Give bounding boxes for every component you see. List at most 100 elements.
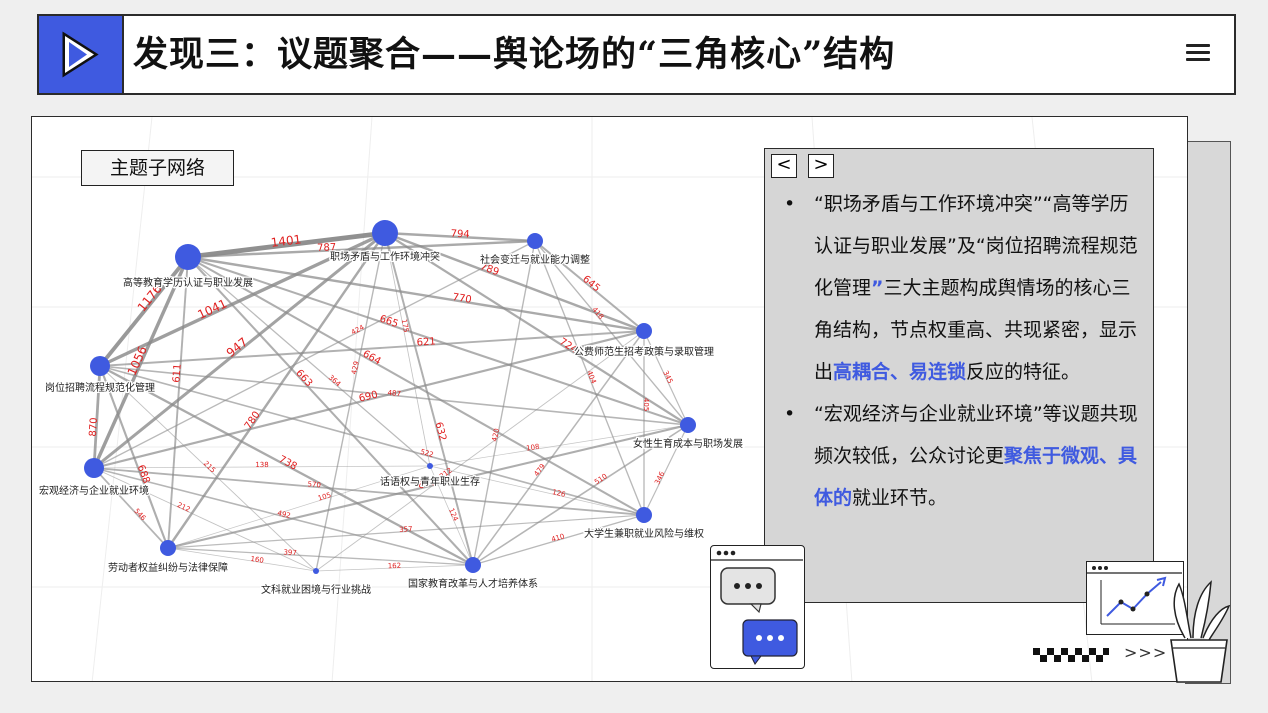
node-label-voice: 话语权与青年职业生存	[380, 475, 480, 488]
chevrons-icon: >>>	[1124, 643, 1168, 662]
node-label-civil: 公费师范生招考政策与录取管理	[574, 345, 714, 358]
network-edge	[534, 240, 645, 516]
edge-weight-label: 487	[387, 389, 401, 398]
edge-weight-label: 418	[590, 306, 605, 321]
network-label: 主题子网络	[81, 150, 234, 186]
network-node-recruit	[90, 356, 110, 376]
network-edge	[315, 330, 645, 572]
finding-2-highlight: 聚焦于微观、具体的	[814, 445, 1138, 509]
edge-weight-label: 105	[317, 491, 332, 503]
edge-weight-label: 1401	[270, 232, 302, 250]
finding-1-highlight: 高耦合、易连锁	[833, 361, 967, 383]
node-label-labor: 劳动者权益纠纷与法律保障	[108, 561, 228, 574]
edge-weight-label: 424	[350, 323, 366, 336]
next-button[interactable]: >	[808, 154, 834, 178]
network-node-labor	[160, 540, 176, 556]
network-edge	[187, 256, 431, 467]
edge-weight-label: 688	[135, 463, 152, 485]
node-label-female: 女性生育成本与职场发展	[633, 437, 743, 450]
speech-bubble-blue-icon	[742, 619, 798, 665]
edge-weight-label: 429	[350, 360, 361, 375]
edge-weight-label: 787	[317, 242, 337, 254]
edge-weight-label: 126	[551, 488, 566, 499]
network-edge	[534, 240, 645, 332]
network-edge	[167, 514, 645, 549]
edge-weight-label: 770	[452, 292, 473, 306]
network-edge	[315, 564, 474, 572]
network-edge	[187, 256, 689, 426]
network-edge	[315, 232, 386, 572]
network-edge	[167, 256, 189, 549]
node-label-macro: 宏观经济与企业就业环境	[39, 484, 149, 497]
edge-weight-label: 665	[378, 314, 400, 331]
edge-weight-label: 522	[419, 448, 434, 459]
finding-item-1: • “职场矛盾与工作环境冲突”“高等学历认证与职业发展”及“岗位招聘流程规范化管…	[765, 183, 1145, 393]
network-node-reform	[465, 557, 481, 573]
node-label-liberal: 文科就业困境与行业挑战	[261, 583, 371, 596]
network-edge	[99, 330, 645, 367]
edge-weight-label: 570	[307, 480, 321, 489]
network-edge	[99, 365, 645, 516]
edge-weight-label: 357	[399, 525, 413, 534]
network-node-work	[372, 220, 398, 246]
speech-bubble-icon	[720, 567, 776, 614]
plant-pot-icon	[1170, 580, 1231, 683]
edge-weight-label: 611	[171, 363, 183, 383]
network-edge	[187, 255, 645, 333]
network-edge	[93, 467, 645, 516]
edge-weight-label: 1041	[196, 296, 230, 322]
node-label-student: 大学生兼职就业风险与维权	[584, 527, 704, 540]
network-edge	[187, 256, 645, 516]
title-bar: 发现三：议题聚合——舆论场的“三角核心”结构	[37, 14, 1236, 95]
edge-weight-label: 510	[593, 472, 609, 486]
prev-button[interactable]: <	[771, 154, 797, 178]
finding-1-text-end: 反应的特征。	[966, 361, 1081, 383]
network-edge	[99, 365, 689, 426]
hamburger-menu-icon[interactable]	[1186, 40, 1210, 64]
finding-2-text-end: 就业环节。	[852, 487, 948, 509]
findings-panel: < > • “职场矛盾与工作环境冲突”“高等学历认证与职业发展”及“岗位招聘流程…	[764, 148, 1154, 603]
network-edge	[93, 467, 169, 549]
edge-weight-label: 397	[283, 548, 297, 557]
edge-weight-label: 621	[416, 336, 436, 348]
network-edge	[167, 547, 317, 572]
network-node-student	[636, 507, 652, 523]
node-label-edu: 高等教育学历认证与职业发展	[123, 276, 253, 289]
network-edge	[93, 465, 431, 469]
bullet: •	[784, 403, 796, 425]
edge-weight-label: 479	[533, 462, 547, 478]
network-node-social	[527, 233, 543, 249]
finding-2-text: “宏观经济与企业就业环境”等议题共现频次较低，公众讨论更	[814, 403, 1138, 467]
edge-weight-label: 410	[550, 532, 565, 543]
page-title: 发现三：议题聚合——舆论场的“三角核心”结构	[133, 34, 896, 75]
node-label-recruit: 岗位招聘流程规范化管理	[45, 381, 155, 394]
network-edge	[384, 231, 536, 243]
network-edge	[167, 465, 431, 549]
edge-weight-label: 364	[327, 373, 343, 388]
network-node-voice	[427, 463, 433, 469]
edge-weight-label: 492	[277, 509, 292, 520]
network-edge	[643, 330, 689, 426]
network-edge	[93, 240, 536, 469]
edge-weight-label: 645	[580, 274, 602, 295]
play-icon	[39, 16, 124, 93]
edge-weight-label: 405	[642, 398, 650, 411]
edge-weight-label: 632	[432, 421, 448, 442]
network-edge	[92, 365, 102, 469]
network-node-macro	[84, 458, 104, 478]
network-edge	[429, 424, 689, 467]
network-node-edu	[175, 244, 201, 270]
network-edge	[167, 423, 689, 550]
node-label-reform: 国家教育改革与人才培养体系	[408, 577, 538, 590]
network-node-liberal	[313, 568, 319, 574]
edge-weight-label: 162	[388, 562, 402, 571]
edge-weight-label: 345	[661, 369, 674, 385]
edge-weight-label: 870	[88, 417, 100, 437]
edge-weight-label: 175	[400, 318, 410, 333]
network-edge	[187, 239, 536, 259]
network-edge	[384, 231, 645, 333]
network-edge	[472, 424, 689, 566]
network-edge	[472, 240, 536, 566]
network-edge	[93, 467, 317, 572]
